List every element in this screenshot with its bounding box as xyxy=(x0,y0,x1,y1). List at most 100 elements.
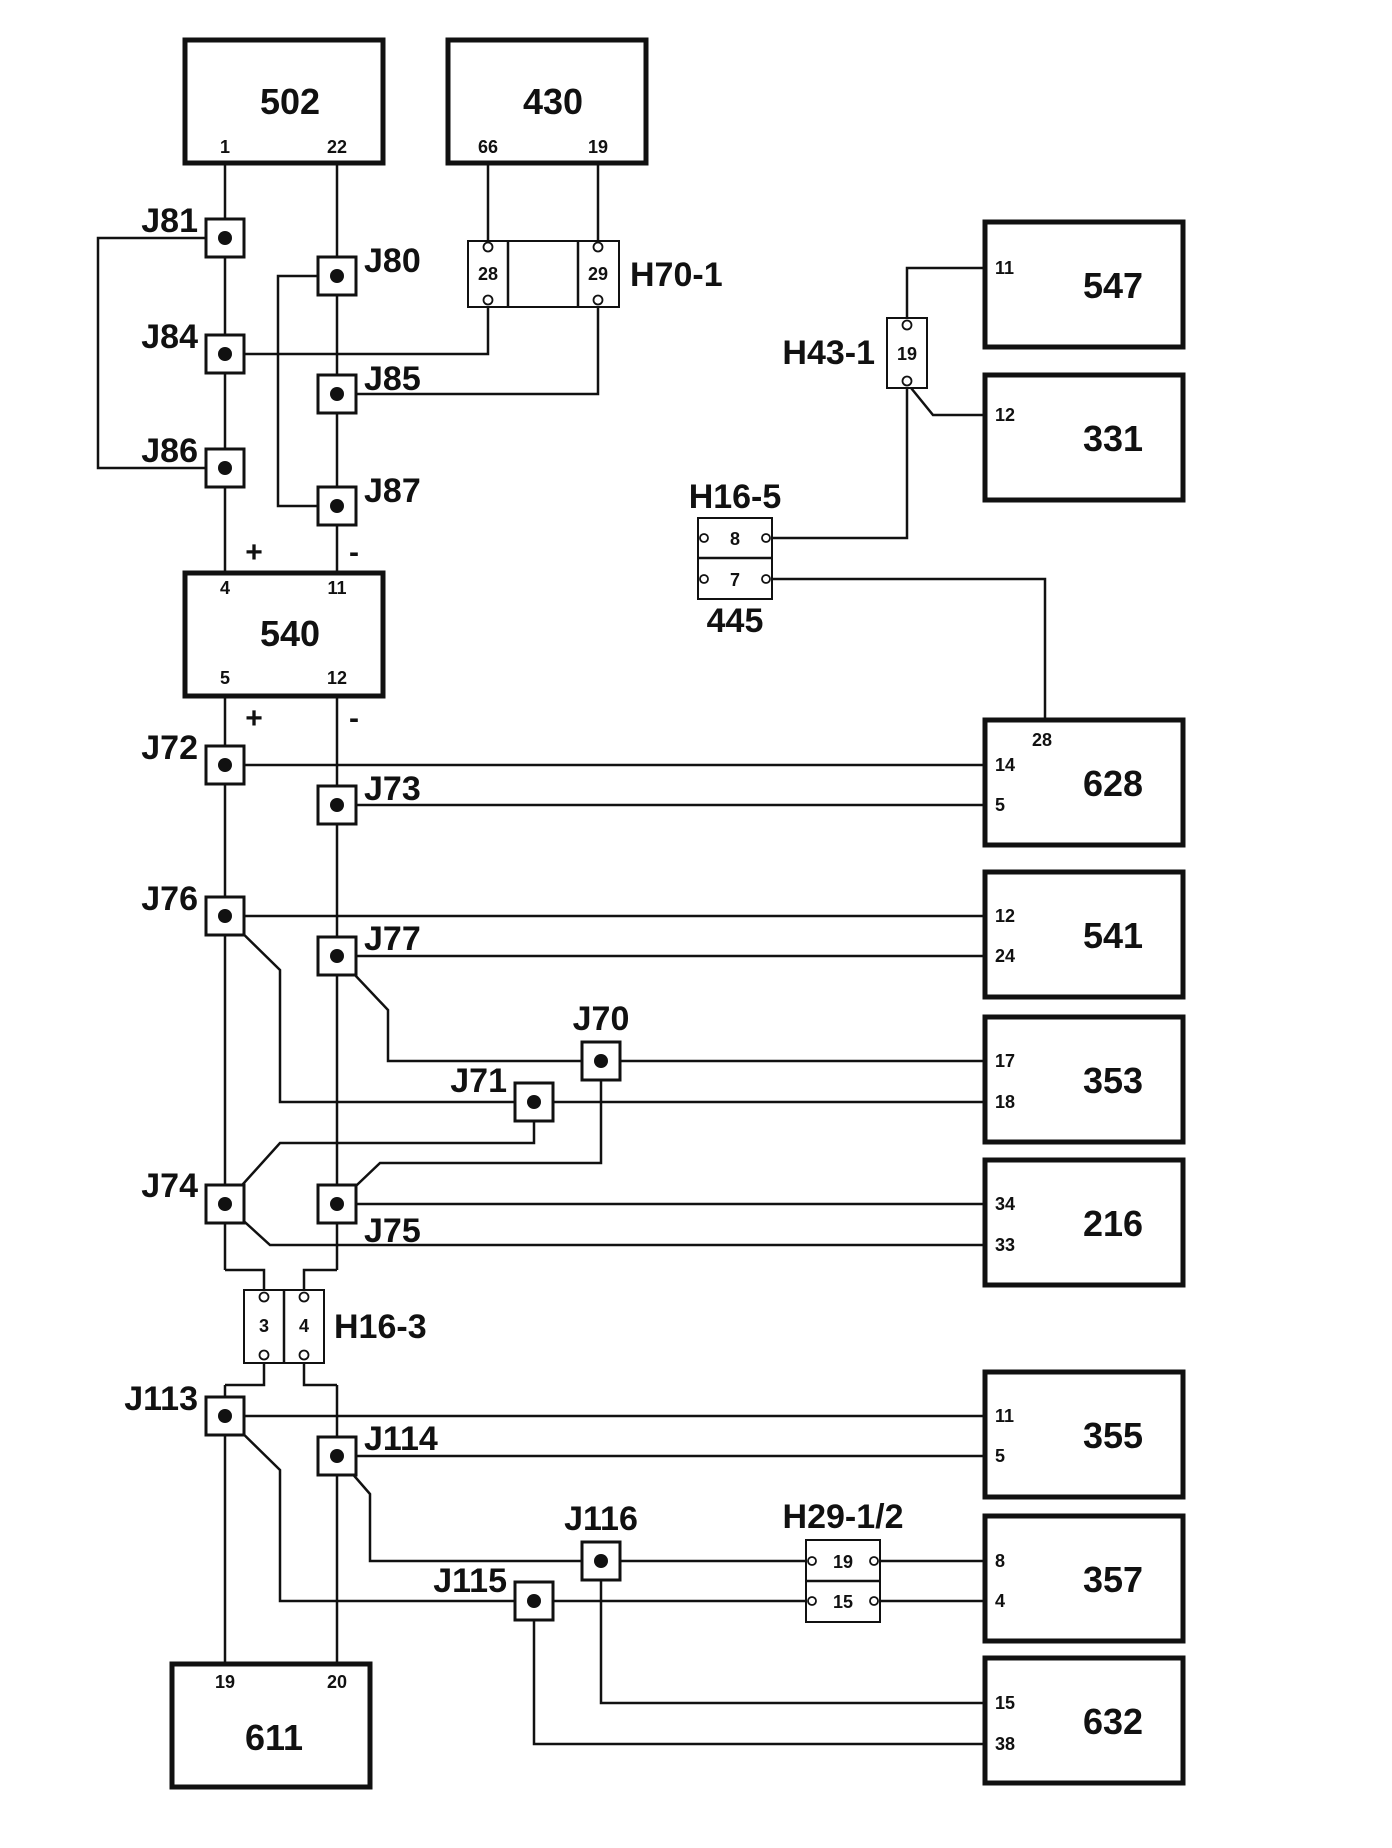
junction-j115: J115 xyxy=(433,1562,555,1622)
minus-sign: - xyxy=(349,702,359,735)
block-353: 353 17 18 xyxy=(982,1014,1186,1145)
junction-j80: J80 xyxy=(316,242,421,297)
junction-label: J84 xyxy=(141,318,198,356)
pin-label: 22 xyxy=(327,137,347,157)
pin-label: 20 xyxy=(327,1672,347,1692)
pin-label: 38 xyxy=(995,1734,1015,1754)
junction-j76: J76 xyxy=(141,880,246,937)
pin-label: 18 xyxy=(995,1092,1015,1112)
junction-j70: J70 xyxy=(573,1000,629,1082)
junction-label: J75 xyxy=(364,1212,421,1250)
block-title: 331 xyxy=(1083,418,1143,459)
pin-label: 12 xyxy=(327,668,347,688)
pin-label: 19 xyxy=(588,137,608,157)
junction-j71: J71 xyxy=(450,1062,555,1123)
connector-label: H29-1/2 xyxy=(783,1498,904,1536)
junction-j74: J74 xyxy=(141,1167,246,1225)
connector-sublabel: 445 xyxy=(707,602,764,640)
pin-label: 19 xyxy=(215,1672,235,1692)
pin-label: 28 xyxy=(478,264,498,284)
pin-label: 4 xyxy=(220,578,230,598)
junction-j86: J86 xyxy=(141,432,246,489)
connector-h29-1-2: 19 15 H29-1/2 xyxy=(783,1498,904,1623)
junction-j113: J113 xyxy=(124,1380,246,1437)
pin-label: 5 xyxy=(995,795,1005,815)
block-541: 541 12 24 xyxy=(982,869,1186,1000)
junction-j72: J72 xyxy=(141,729,246,786)
pin-label: 3 xyxy=(259,1316,269,1336)
pin-label: 7 xyxy=(730,570,740,590)
connector-label: H16-3 xyxy=(334,1308,427,1346)
block-430: 430 66 19 xyxy=(445,37,649,166)
block-632: 632 15 38 xyxy=(982,1655,1186,1786)
junction-label: J73 xyxy=(364,770,421,808)
junction-label: J116 xyxy=(564,1500,638,1538)
junction-j116: J116 xyxy=(564,1500,638,1582)
minus-sign: - xyxy=(349,536,359,569)
connector-label: H70-1 xyxy=(630,256,723,294)
block-title: 355 xyxy=(1083,1415,1143,1456)
pin-label: 12 xyxy=(995,906,1015,926)
block-547: 547 11 xyxy=(982,219,1186,350)
block-title: 541 xyxy=(1083,915,1143,956)
block-title: 628 xyxy=(1083,763,1143,804)
junction-label: J85 xyxy=(364,360,421,398)
block-628: 628 28 14 5 xyxy=(982,717,1186,848)
block-title: 611 xyxy=(245,1717,303,1758)
junction-label: J113 xyxy=(124,1380,198,1418)
block-540: 540 4 11 5 12 xyxy=(182,570,386,699)
junction-label: J77 xyxy=(364,920,421,958)
pin-label: 34 xyxy=(995,1194,1015,1214)
junction-label: J80 xyxy=(364,242,421,280)
junction-j87: J87 xyxy=(316,472,421,527)
pin-label: 5 xyxy=(995,1446,1005,1466)
pin-label: 19 xyxy=(833,1552,853,1572)
pin-label: 17 xyxy=(995,1051,1015,1071)
pin-label: 4 xyxy=(995,1591,1005,1611)
junction-label: J115 xyxy=(433,1562,507,1600)
polarity-marks: + - + - xyxy=(245,536,359,735)
wires xyxy=(96,162,1047,1746)
block-title: 430 xyxy=(523,81,583,122)
block-title: 540 xyxy=(260,613,320,654)
junction-j84: J84 xyxy=(141,318,246,375)
connector-h70-1: 28 29 H70-1 xyxy=(467,240,723,308)
block-611: 611 19 20 xyxy=(169,1661,373,1790)
pin-label: 24 xyxy=(995,946,1015,966)
connector-h16-5: 8 7 H16-5 445 xyxy=(689,478,782,640)
junction-j73: J73 xyxy=(316,770,421,826)
pin-label: 15 xyxy=(995,1693,1015,1713)
block-357: 357 8 4 xyxy=(982,1513,1186,1644)
block-355: 355 11 5 xyxy=(982,1369,1186,1500)
junction-j77: J77 xyxy=(316,920,421,977)
pin-label: 12 xyxy=(995,405,1015,425)
junction-j81: J81 xyxy=(141,202,246,259)
block-title: 632 xyxy=(1083,1701,1143,1742)
junction-label: J114 xyxy=(364,1420,438,1458)
pin-label: 66 xyxy=(478,137,498,157)
pin-label: 1 xyxy=(220,137,230,157)
pin-label: 5 xyxy=(220,668,230,688)
pin-label: 8 xyxy=(730,529,740,549)
connector-label: H16-5 xyxy=(689,478,782,516)
connector-h16-3: 3 4 H16-3 xyxy=(243,1289,427,1364)
block-216: 216 34 33 xyxy=(982,1157,1186,1288)
pin-label: 14 xyxy=(995,755,1015,775)
pin-label: 11 xyxy=(995,258,1014,278)
junction-j114: J114 xyxy=(316,1420,438,1477)
plus-sign: + xyxy=(245,702,263,735)
block-title: 357 xyxy=(1083,1559,1143,1600)
block-title: 547 xyxy=(1083,265,1143,306)
pin-label: 33 xyxy=(995,1235,1015,1255)
pin-label: 28 xyxy=(1032,730,1052,750)
junction-label: J72 xyxy=(141,729,198,767)
connector-label: H43-1 xyxy=(782,334,875,372)
block-title: 502 xyxy=(260,81,320,122)
junction-label: J76 xyxy=(141,880,198,918)
block-title: 353 xyxy=(1083,1060,1143,1101)
pin-label: 11 xyxy=(995,1406,1014,1426)
pin-label: 11 xyxy=(327,578,346,598)
block-331: 331 12 xyxy=(982,372,1186,503)
junction-j75: J75 xyxy=(316,1183,421,1250)
block-502: 502 1 22 xyxy=(182,37,386,166)
